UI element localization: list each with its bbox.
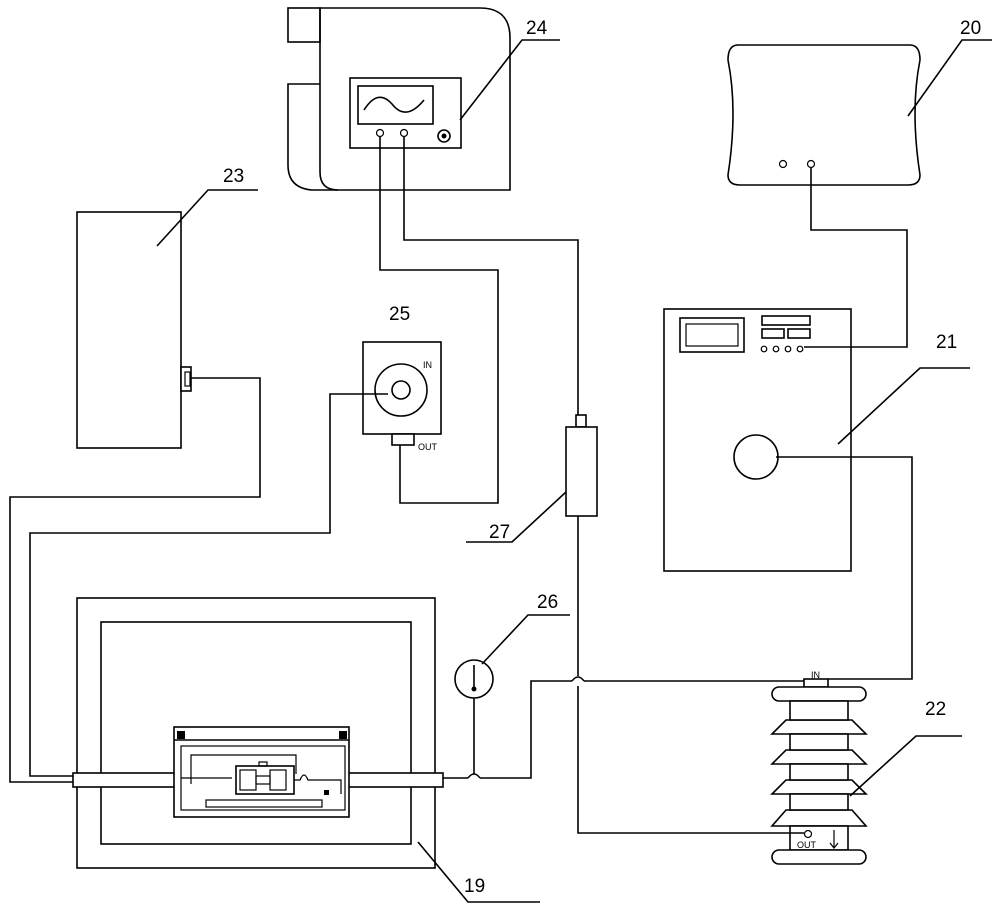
oscilloscope-port-2 bbox=[399, 128, 409, 138]
oscilloscope-24 bbox=[287, 7, 511, 191]
label-27: 27 bbox=[489, 522, 510, 543]
gauge-26 bbox=[454, 659, 494, 699]
insulator-in-label: IN bbox=[811, 670, 820, 680]
meter-25 bbox=[362, 341, 442, 446]
meter-out-label: OUT bbox=[418, 442, 438, 452]
oscilloscope-screen bbox=[357, 85, 434, 125]
label-24: 24 bbox=[526, 18, 548, 39]
label-26: 26 bbox=[537, 592, 558, 613]
power-box-23 bbox=[76, 211, 192, 449]
insulator-out-label: OUT bbox=[797, 840, 817, 850]
label-23: 23 bbox=[223, 166, 244, 187]
leader-lines bbox=[156, 39, 992, 903]
control-cabinet-21 bbox=[663, 308, 852, 572]
label-19: 19 bbox=[464, 876, 485, 897]
wiring bbox=[9, 137, 913, 834]
sine-wave-icon bbox=[363, 96, 425, 113]
label-22: 22 bbox=[925, 699, 946, 720]
monitor-20 bbox=[727, 44, 921, 186]
oscilloscope-knob bbox=[437, 129, 451, 143]
label-21: 21 bbox=[936, 332, 957, 353]
meter-in-label: IN bbox=[423, 360, 432, 370]
label-20: 20 bbox=[960, 18, 981, 39]
probe-27 bbox=[565, 414, 598, 517]
test-chamber-19 bbox=[72, 597, 444, 869]
oscilloscope-port-1 bbox=[375, 128, 385, 138]
label-25: 25 bbox=[389, 304, 410, 325]
insulator-22 bbox=[770, 678, 868, 865]
